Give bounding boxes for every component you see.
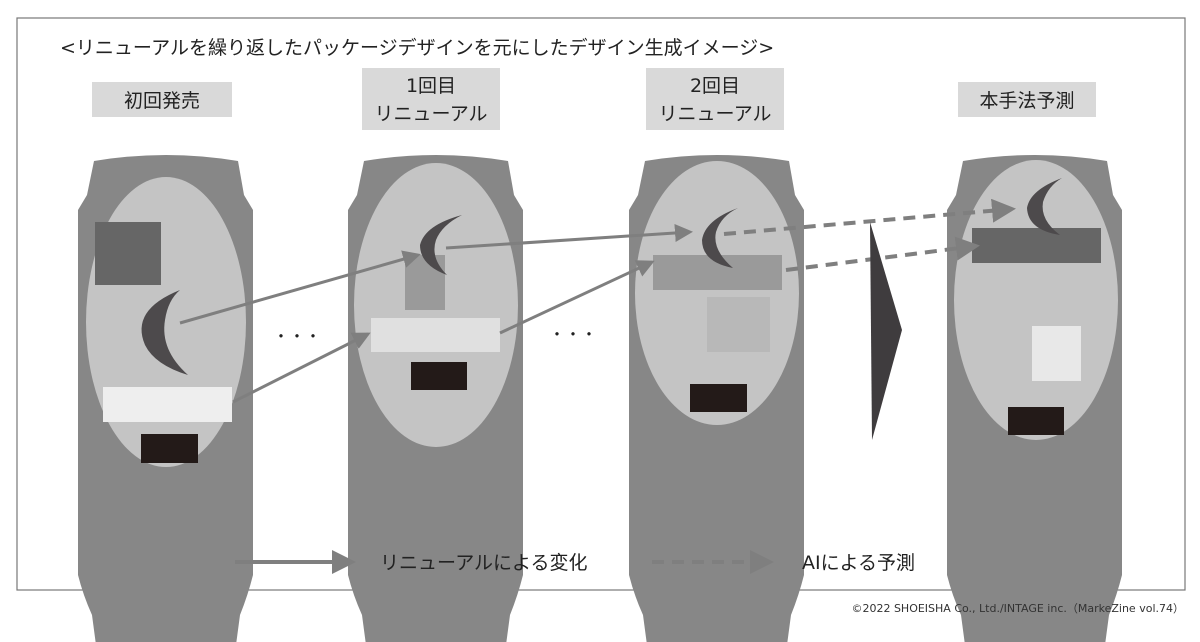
stage-label-renewal-2: 2回目 リニューアル xyxy=(646,68,784,130)
svg-text:リニューアル: リニューアル xyxy=(374,103,487,125)
arrow-moon-2 xyxy=(445,224,693,250)
svg-text:本手法予測: 本手法予測 xyxy=(979,90,1074,112)
can-initial xyxy=(78,155,253,642)
black-block xyxy=(411,362,467,390)
can-renewal-1 xyxy=(348,155,523,642)
svg-text:1回目: 1回目 xyxy=(406,75,456,97)
light-block xyxy=(371,318,500,352)
black-block xyxy=(1008,407,1064,435)
stage-label-prediction: 本手法予測 xyxy=(958,82,1096,117)
prediction-arrows xyxy=(723,198,1016,272)
moon-icon xyxy=(1027,178,1062,235)
dark-block xyxy=(95,222,161,285)
legend: リニューアルによる変化 AIによる予測 xyxy=(235,550,915,574)
black-block xyxy=(690,384,747,412)
svg-text:リニューアル: リニューアル xyxy=(658,103,771,125)
moon-icon xyxy=(702,208,738,268)
copyright-footer: ©2022 SHOEISHA Co., Ltd./INTAGE inc.（Mar… xyxy=(851,602,1184,615)
legend-solid-label: リニューアルによる変化 xyxy=(380,552,587,574)
can-renewal-2 xyxy=(629,155,804,642)
arrow-block-1 xyxy=(232,332,371,404)
moon-icon xyxy=(420,215,462,275)
ellipsis-2: ・・・ xyxy=(549,325,597,344)
arrow-block-2 xyxy=(499,260,655,335)
gray-block xyxy=(405,255,445,310)
black-block xyxy=(141,434,198,463)
frame xyxy=(16,17,1186,591)
dark-block xyxy=(972,228,1101,263)
can-prediction xyxy=(947,155,1122,642)
svg-text:2回目: 2回目 xyxy=(690,75,740,97)
legend-dashed-label: AIによる予測 xyxy=(802,552,915,574)
moon-icon xyxy=(141,290,188,375)
light-block xyxy=(103,387,232,422)
stage-label-renewal-1: 1回目 リニューアル xyxy=(362,68,500,130)
light-gray-block xyxy=(707,297,770,352)
ellipsis-1: ・・・ xyxy=(273,327,321,346)
big-arrow-icon xyxy=(870,222,902,440)
label-ellipse xyxy=(86,177,246,467)
dashed-arrow-block xyxy=(785,236,980,272)
light-block xyxy=(1032,326,1081,381)
diagram-title: <リニューアルを繰り返したパッケージデザインを元にしたデザイン生成イメージ> xyxy=(60,37,774,59)
renewal-arrows xyxy=(179,224,693,404)
arrow-moon-1 xyxy=(179,250,421,325)
dashed-arrow-moon xyxy=(723,198,1016,236)
stage-label-initial: 初回発売 xyxy=(92,82,232,117)
svg-text:初回発売: 初回発売 xyxy=(124,90,200,112)
